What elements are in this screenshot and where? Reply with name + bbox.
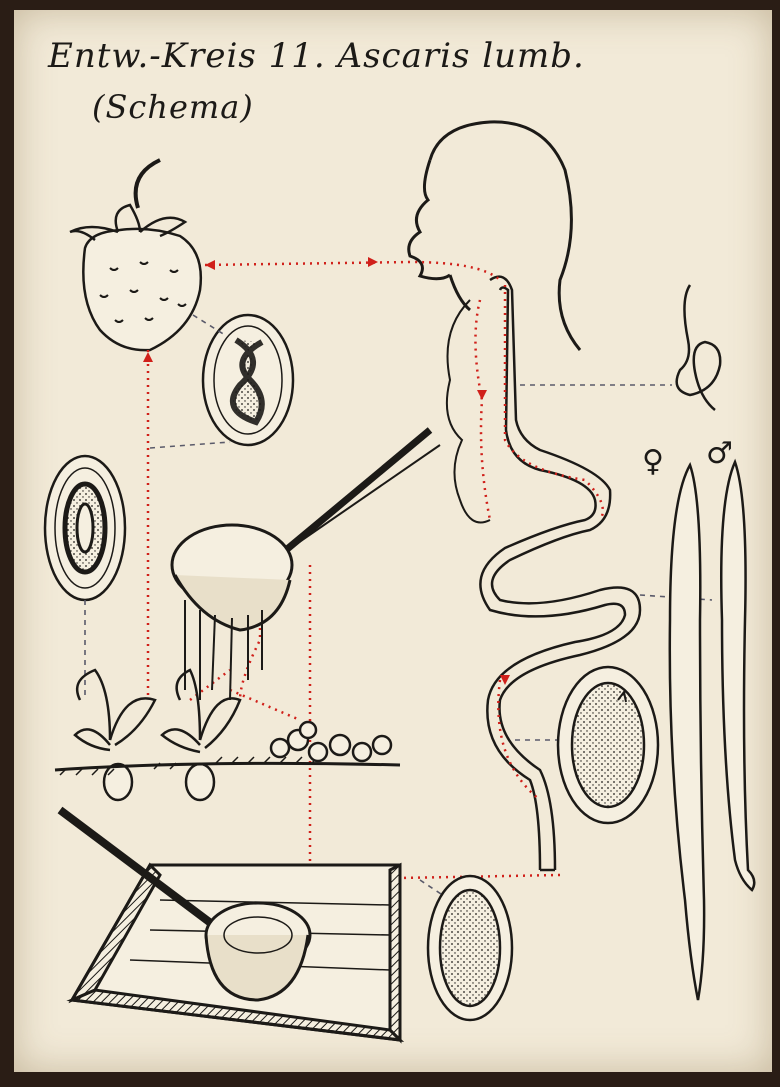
ladle-pouring-icon: [172, 430, 440, 700]
unembryonated-egg-icon: [428, 876, 512, 1020]
cesspit-bucket-icon: [60, 810, 400, 1040]
male-symbol: ♂: [706, 436, 733, 471]
strawberry-icon: [70, 160, 201, 350]
adult-worms-icon: [670, 462, 754, 1000]
young-worm-icon: [677, 285, 721, 410]
intestinal-egg-icon: [558, 667, 658, 823]
page-title: Entw.-Kreis 11. Ascaris lumb.: [48, 36, 585, 76]
vegetables-soil-icon: [55, 670, 400, 800]
larvated-egg-icon: [45, 456, 125, 600]
embryonated-egg-icon: [203, 315, 293, 445]
human-head-icon: [409, 122, 580, 350]
page-subtitle: (Schema): [92, 88, 254, 126]
female-symbol: ♀: [642, 444, 664, 479]
